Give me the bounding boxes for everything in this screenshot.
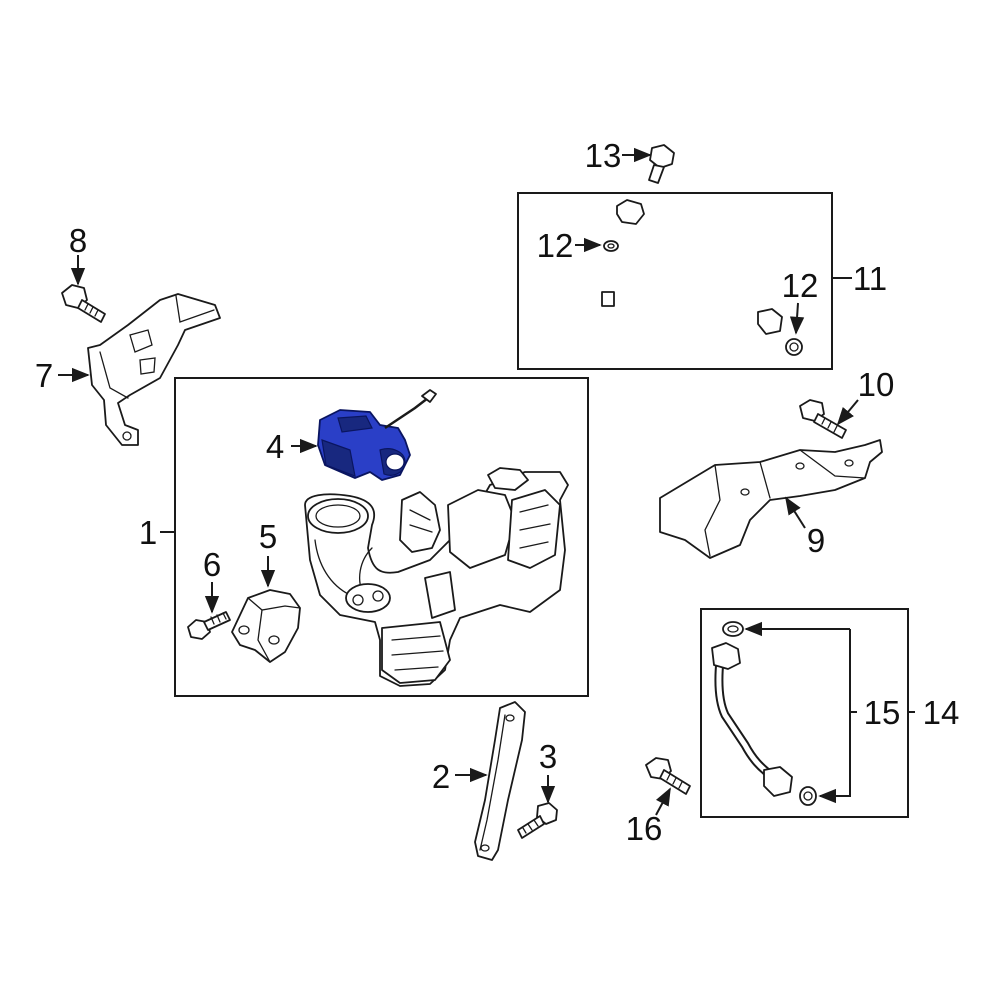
part-1-turbocharger[interactable]: [304, 467, 569, 687]
callout-7: 7: [35, 357, 53, 394]
callout-13: 13: [585, 137, 622, 174]
part-15-oil-return-line[interactable]: [711, 621, 817, 806]
callout-14: 14: [923, 694, 960, 731]
callout-4: 4: [266, 428, 284, 465]
part-9-heat-shield[interactable]: [659, 439, 883, 559]
callout-3: 3: [539, 738, 557, 775]
leader-lines: [58, 147, 915, 816]
part-8-bolt[interactable]: [61, 284, 106, 323]
callout-5: 5: [259, 518, 277, 555]
callout-12-lower: 12: [782, 267, 819, 304]
part-5-bracket[interactable]: [231, 589, 301, 663]
part-2-support-bracket[interactable]: [474, 701, 526, 861]
part-11-oil-feed-line[interactable]: [601, 199, 783, 336]
turbo-assembly-box: [174, 377, 589, 697]
callout-8: 8: [69, 222, 87, 259]
part-12-washer-lower[interactable]: [785, 338, 803, 356]
callout-16: 16: [626, 810, 663, 847]
part-12-washer-upper[interactable]: [603, 240, 619, 252]
callout-9: 9: [807, 522, 825, 559]
callout-15: 15: [864, 694, 901, 731]
callout-6: 6: [203, 546, 221, 583]
callout-10: 10: [858, 366, 895, 403]
callout-labels: 8 7 13 12 12 11 10 9 4 1 5 6 2 3 16 15 1…: [35, 137, 960, 847]
part-10-bolt[interactable]: [799, 399, 847, 439]
part-6-bolt[interactable]: [187, 611, 231, 640]
callout-1: 1: [139, 514, 157, 551]
oil-feed-line-box: [517, 192, 833, 370]
callout-2: 2: [432, 758, 450, 795]
part-16-bolt[interactable]: [645, 757, 691, 795]
part-3-bolt[interactable]: [517, 802, 558, 839]
part-13-bolt[interactable]: [648, 144, 675, 184]
callout-12-upper: 12: [537, 227, 574, 264]
part-7-heat-shield[interactable]: [87, 293, 221, 446]
part-4-wastegate-actuator[interactable]: [317, 389, 437, 481]
callout-11: 11: [853, 260, 887, 297]
